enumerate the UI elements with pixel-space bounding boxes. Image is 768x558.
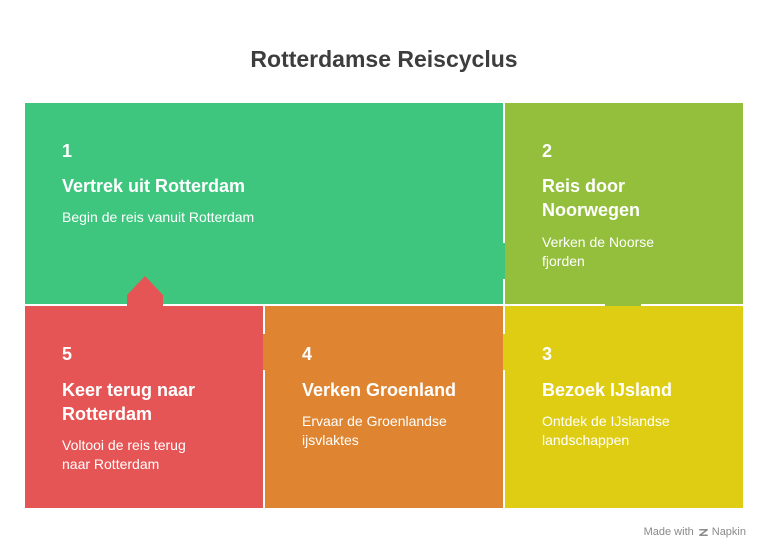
step-5-description-line-1: Voltooi de reis terug — [62, 437, 186, 453]
step-5-description-line-2: naar Rotterdam — [62, 456, 160, 472]
step-4-box — [234, 306, 503, 508]
step-4-description-line-1: Ervaar de Groenlandse — [302, 413, 447, 429]
step-5-heading-line-2: Rotterdam — [62, 404, 153, 424]
step-2-heading: Reis door Noorwegen — [542, 174, 640, 222]
napkin-brand: Napkin — [698, 526, 746, 538]
step-3-description-line-2: landschappen — [542, 432, 630, 448]
step-2-number: 2 — [542, 141, 553, 161]
step-1-box — [25, 103, 535, 304]
step-2-description-line-2: fjorden — [542, 253, 585, 269]
step-2-heading-line-2: Noorwegen — [542, 200, 641, 220]
step-5-description: Voltooi de reis terug naar Rotterdam — [62, 436, 186, 474]
step-4-heading: Verken Groenland — [302, 380, 457, 400]
step-1-heading: Vertrek uit Rotterdam — [62, 176, 246, 196]
napkin-brand-label: Napkin — [711, 526, 746, 538]
step-4-description: Ervaar de Groenlandse ijsvlaktes — [302, 412, 447, 450]
step-5-heading: Keer terug naar Rotterdam — [62, 378, 195, 426]
step-5-heading-line-1: Keer terug naar — [62, 380, 196, 400]
step-4-description-line-2: ijsvlaktes — [302, 432, 359, 448]
made-with-label: Made with — [643, 526, 694, 538]
step-3-description: Ontdek de IJslandse landschappen — [542, 412, 670, 450]
step-3-heading: Bezoek IJsland — [542, 380, 673, 400]
step-3-description-line-1: Ontdek de IJslandse — [542, 413, 670, 429]
step-5-number: 5 — [62, 344, 73, 364]
step-2-heading-line-1: Reis door — [542, 176, 626, 196]
step-2-description: Verken de Noorse fjorden — [542, 233, 654, 271]
page-title: Rotterdamse Reiscyclus — [250, 46, 518, 72]
step-4-number: 4 — [302, 344, 313, 364]
step-2-description-line-1: Verken de Noorse — [542, 234, 655, 250]
step-5-box — [25, 276, 263, 508]
step-1-number: 1 — [62, 141, 73, 161]
step-2-box — [505, 103, 743, 334]
step-1-description: Begin de reis vanuit Rotterdam — [62, 209, 255, 225]
step-3-number: 3 — [542, 344, 553, 364]
napkin-logo-icon — [698, 528, 708, 536]
step-3-box — [474, 306, 743, 508]
made-with-footer[interactable]: Made with Napkin — [644, 526, 746, 538]
